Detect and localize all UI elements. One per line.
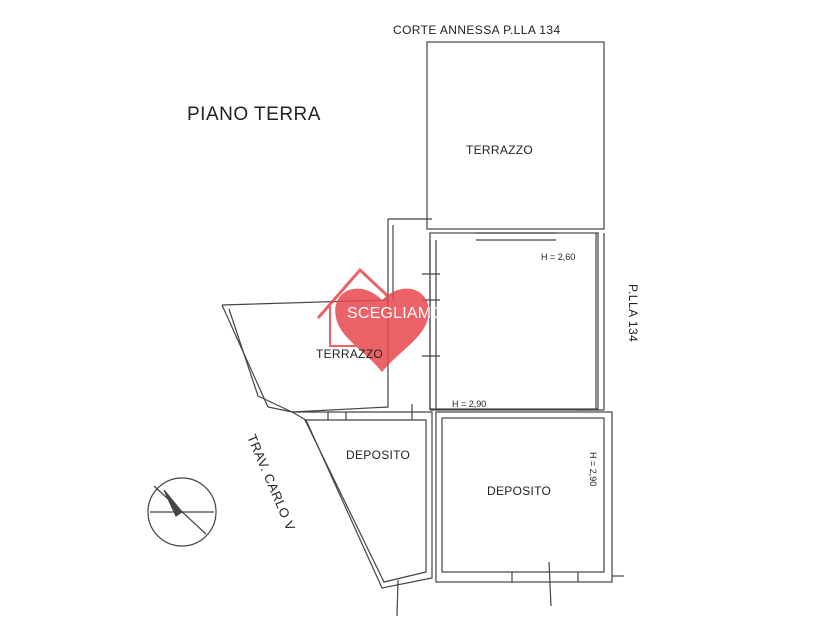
room-label-deposito-left: DEPOSITO [346,448,411,462]
parcel-label: P.LLA 134 [626,284,640,343]
court-label: CORTE ANNESSA P.LLA 134 [393,23,561,37]
floor-title: PIANO TERRA [187,104,321,125]
deposito-left-outline [289,411,433,589]
room-label-deposito-right: DEPOSITO [487,484,552,498]
room-label-terrazzo-top: TERRAZZO [466,143,534,157]
height-label-right-side: H = 2,90 [588,452,598,487]
deposito-right-outline [435,411,613,583]
height-label-corridor: H = 2,90 [452,399,487,409]
terrace-top-outline [426,41,605,230]
height-label-upper-room: H = 2,60 [541,252,576,262]
north-arrow-icon [147,477,217,547]
room-label-terrazzo-left: TERRAZZO [316,347,384,361]
watermark-brand-name: SCEGLIAMOCASA [347,305,489,322]
watermark-logo-icon [316,267,429,372]
watermark-brand: SCEGLIAMOCASA.IT [347,305,498,323]
watermark-brand-suffix: .IT [488,311,499,320]
